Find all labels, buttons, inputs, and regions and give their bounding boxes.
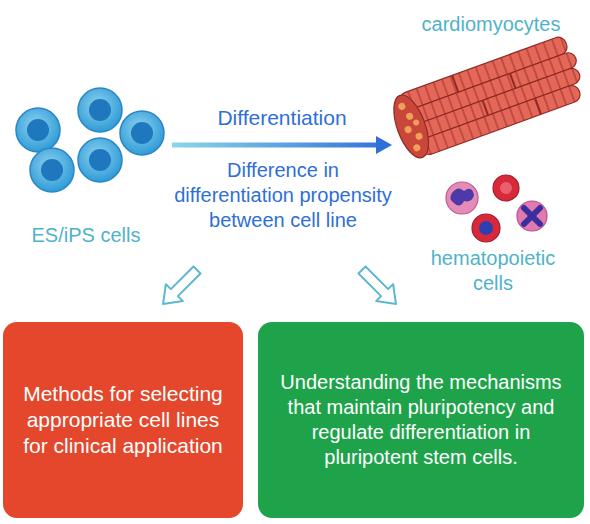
process-box: Methods for selecting appropriate cell l… xyxy=(3,322,243,518)
flow-arrow xyxy=(172,143,378,148)
hollow-arrow xyxy=(155,262,405,313)
note-text: Difference in differentiation propensity… xyxy=(170,158,396,233)
cell-label: cardiomyocytes xyxy=(422,12,561,37)
cell-group: hematopoietic cells xyxy=(400,168,586,304)
process-box: Understanding the mechanisms that mainta… xyxy=(258,322,584,518)
cell-group: ES/iPS cells xyxy=(2,92,170,256)
cell-group: cardiomyocytes xyxy=(396,4,586,150)
arrow-head xyxy=(376,136,392,154)
cell-label: ES/iPS cells xyxy=(32,223,141,248)
cell-label: hematopoietic cells xyxy=(423,246,563,296)
stem-cells xyxy=(16,88,164,192)
cardiomyocyte-fiber xyxy=(386,34,589,163)
arrow-group xyxy=(172,136,392,154)
edge-label: Differentiation xyxy=(217,105,346,131)
box-text: Understanding the mechanisms that mainta… xyxy=(276,370,566,470)
blood-cells xyxy=(446,175,547,242)
box-text: Methods for selecting appropriate cell l… xyxy=(23,381,223,460)
